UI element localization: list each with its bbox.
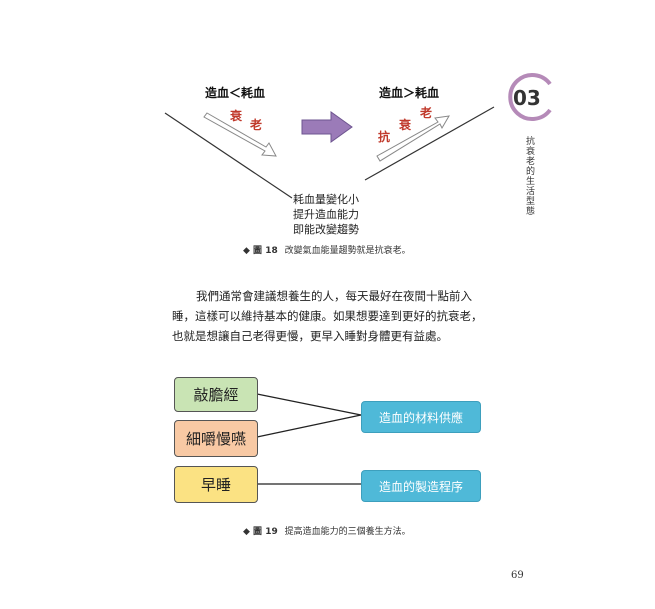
v-right-line xyxy=(364,106,495,181)
left-word-1: 衰 xyxy=(230,109,243,123)
right-label: 造血＞耗血 xyxy=(379,86,440,100)
chapter-number: 03 xyxy=(513,86,541,110)
figure-19-caption: ◆ 圖 19 提高造血能力的三個養生方法。 xyxy=(243,524,411,537)
caption-text: 改變氣血能量趨勢就是抗衰老。 xyxy=(284,246,411,256)
bottom-line-3: 即能改變趨勢 xyxy=(293,223,359,236)
purple-arrow-icon xyxy=(301,111,353,143)
bottom-line-2: 提升造血能力 xyxy=(293,208,359,221)
left-word-2: 老 xyxy=(250,118,263,132)
body-paragraph: 我們通常會建議想養生的人，每天最好在夜間十點前入 睡，這樣可以維持基本的健康。如… xyxy=(172,286,492,346)
box-chew-slowly: 細嚼慢嚥 xyxy=(174,420,258,457)
hollow-arrow-down-icon xyxy=(203,112,277,157)
box-sleep-early: 早睡 xyxy=(174,466,258,503)
paragraph-line-1: 我們通常會建議想養生的人，每天最好在夜間十點前入 xyxy=(196,289,472,303)
bottom-text: 耗血量變化小 提升造血能力 即能改變趨勢 xyxy=(293,192,359,237)
chapter-circle xyxy=(508,73,552,121)
page-number: 69 xyxy=(511,570,524,581)
box-gallbladder-tapping: 敲膽經 xyxy=(174,377,258,412)
figure-18-caption: ◆ 圖 18 改變氣血能量趨勢就是抗衰老。 xyxy=(243,243,411,256)
paragraph-line-2: 睡，這樣可以維持基本的健康。如果想要達到更好的抗衰老， xyxy=(172,309,483,323)
caption-text: 提高造血能力的三個養生方法。 xyxy=(284,527,411,537)
hollow-arrow-up-icon xyxy=(376,115,450,162)
box-label: 敲膽經 xyxy=(193,386,239,404)
right-word-1: 抗 xyxy=(378,130,391,144)
caption-number: ◆ 圖 18 xyxy=(243,246,278,256)
connector-line-1 xyxy=(256,393,362,416)
box-label: 早睡 xyxy=(200,476,231,494)
chapter-title: 抗衰老的生活型態 xyxy=(524,136,534,216)
right-word-2: 衰 xyxy=(399,118,412,132)
box-label: 造血的材料供應 xyxy=(378,410,463,425)
connector-line-2 xyxy=(256,414,362,438)
box-label: 造血的製造程序 xyxy=(378,479,463,494)
bottom-line-1: 耗血量變化小 xyxy=(293,193,359,206)
chapter-marker: 03 xyxy=(502,70,556,124)
figure-18-lines xyxy=(164,106,495,199)
v-left-line xyxy=(164,112,293,199)
right-word-3: 老 xyxy=(420,106,433,120)
paragraph-line-3: 也就是想讓自己老得更慢，更早入睡對身體更有益處。 xyxy=(172,329,448,343)
box-blood-material-supply: 造血的材料供應 xyxy=(361,401,481,433)
caption-number: ◆ 圖 19 xyxy=(243,527,278,537)
box-blood-production-process: 造血的製造程序 xyxy=(361,470,481,502)
box-label: 細嚼慢嚥 xyxy=(185,430,246,448)
left-label: 造血＜耗血 xyxy=(205,86,266,100)
